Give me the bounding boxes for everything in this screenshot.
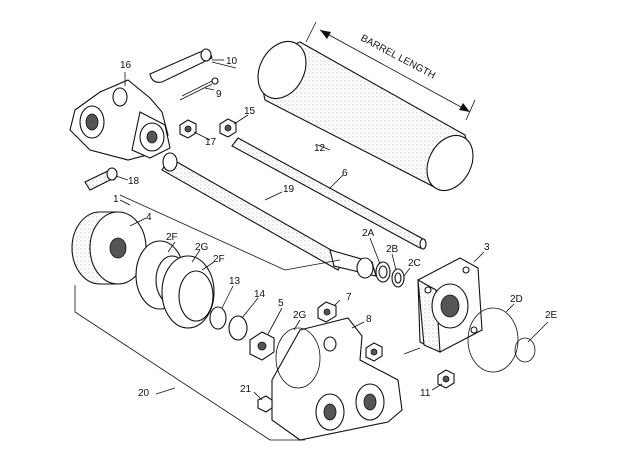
o-ring-part <box>275 327 321 389</box>
nut-part <box>437 369 455 389</box>
label-2g-a: 2G <box>195 242 209 253</box>
end-cap-part <box>417 257 483 353</box>
label-14: 14 <box>254 289 266 300</box>
label-2d: 2D <box>510 294 523 305</box>
barrel-part <box>257 41 474 191</box>
lower-clevis-part <box>271 317 403 441</box>
label-6: 6 <box>342 168 348 179</box>
seal-ring-part <box>161 255 215 329</box>
pin-part <box>149 48 213 83</box>
label-12: 12 <box>314 143 326 154</box>
label-7: 7 <box>346 292 352 303</box>
snap-ring-part <box>514 337 536 363</box>
label-3: 3 <box>484 242 490 253</box>
label-11: 11 <box>420 388 431 399</box>
cotter-pin-part <box>179 77 219 101</box>
label-16: 16 <box>120 60 132 71</box>
label-4: 4 <box>146 212 152 223</box>
label-21: 21 <box>240 384 252 395</box>
o-ring-part <box>467 307 519 373</box>
assembly-bracket-lines <box>74 194 421 441</box>
label-19: 19 <box>283 184 295 195</box>
label-5: 5 <box>278 298 284 309</box>
piston-rod-part <box>161 152 377 279</box>
label-18: 18 <box>128 176 140 187</box>
nut-part <box>249 331 275 361</box>
washer-part <box>209 306 227 330</box>
nut-part <box>365 342 383 362</box>
label-2b: 2B <box>386 244 399 255</box>
label-2f-b: 2F <box>213 254 225 265</box>
label-8: 8 <box>366 314 372 325</box>
label-20: 20 <box>138 388 150 399</box>
tie-rod-part <box>231 137 427 250</box>
piston-part <box>71 211 147 285</box>
washer-part <box>228 315 248 341</box>
label-1: 1 <box>113 194 119 205</box>
label-2c: 2C <box>408 258 421 269</box>
label-2e: 2E <box>545 310 558 321</box>
clevis-housing-part <box>69 79 171 161</box>
label-2f-a: 2F <box>166 232 178 243</box>
label-2g-b: 2G <box>293 310 307 321</box>
label-17: 17 <box>205 137 217 148</box>
label-10: 10 <box>226 56 238 67</box>
bolt-part <box>84 167 118 191</box>
label-9: 9 <box>216 89 222 100</box>
seal-part <box>391 268 405 288</box>
label-15: 15 <box>244 106 256 117</box>
nut-part <box>179 119 197 139</box>
seal-part <box>375 261 391 283</box>
label-13: 13 <box>229 276 241 287</box>
nut-part <box>219 118 237 138</box>
nut-part <box>317 301 337 323</box>
leader-lines <box>115 59 549 401</box>
label-2a: 2A <box>362 228 375 239</box>
part-labels: 16 10 9 15 17 12 6 18 19 1 4 2F 2G 2F 13… <box>113 56 558 399</box>
